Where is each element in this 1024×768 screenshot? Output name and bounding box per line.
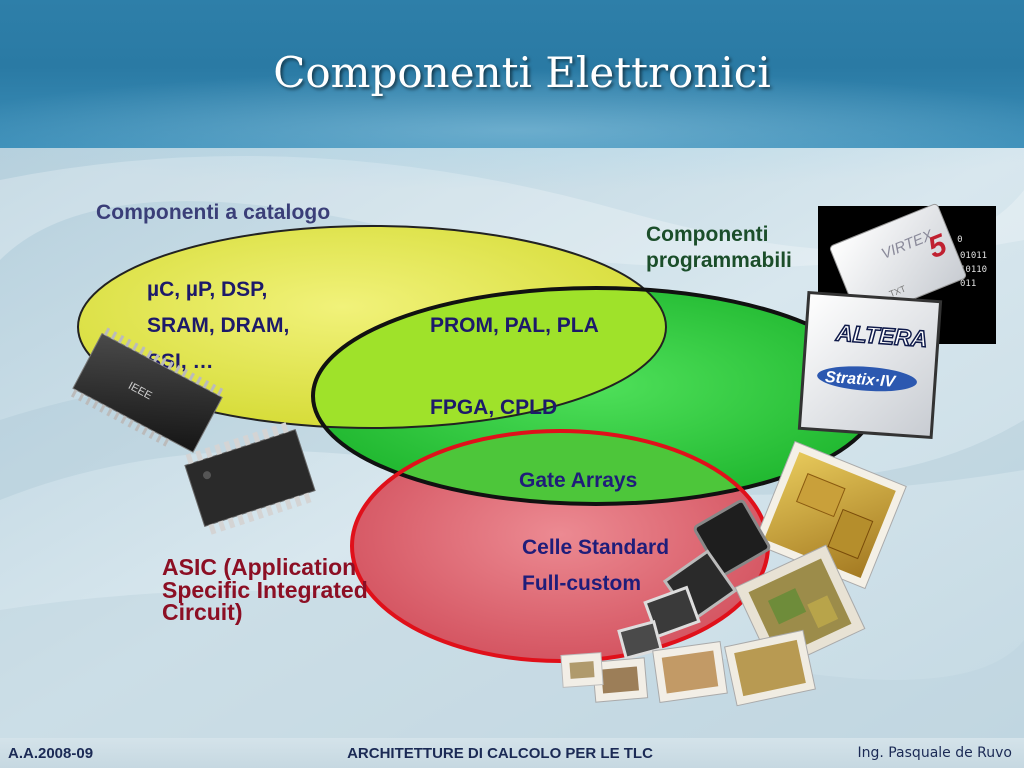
svg-text:10110: 10110: [960, 265, 987, 275]
asic-item: Celle Standard: [522, 536, 670, 559]
overlap-catalog-programmable-label: PROM, PAL, PLA: [430, 314, 599, 337]
footer: A.A.2008-09 ARCHITETTURE DI CALCOLO PER …: [0, 738, 1024, 768]
catalog-title: Componenti a catalogo: [96, 201, 331, 224]
programmable-title-line1: Componenti: [646, 223, 769, 246]
svg-text:01011: 01011: [960, 251, 987, 261]
asic-title-line3: Circuit): [162, 599, 243, 626]
title-bar-highlight: [0, 70, 1024, 190]
overlap-all-label: FPGA, CPLD: [430, 396, 558, 419]
catalog-item: µC, µP, DSP,: [147, 278, 268, 301]
footer-academic-year: A.A.2008-09: [8, 745, 94, 762]
catalog-item: SRAM, DRAM,: [147, 314, 290, 337]
asic-title-line1: ASIC (Application: [162, 554, 357, 580]
altera-stratix-chip: ALTERA Stratix·IV: [797, 290, 943, 440]
altera-product: Stratix·IV: [824, 369, 897, 391]
catalog-outline: [77, 225, 667, 429]
asic-dies-image: [560, 440, 907, 707]
altera-brand: ALTERA: [834, 320, 928, 352]
programmable-title-line2: programmabili: [646, 249, 792, 273]
catalog-chip-image: IEEE: [70, 327, 316, 535]
footer-author: Ing. Pasquale de Ruvo: [857, 745, 1012, 761]
footer-course-title: ARCHITETTURE DI CALCOLO PER LE TLC: [347, 745, 653, 762]
overlap-programmable-asic-label: Gate Arrays: [519, 469, 638, 492]
svg-text:011: 011: [960, 279, 976, 289]
asic-item: Full-custom: [522, 572, 641, 595]
asic-title: ASIC (Application Specific Integrated Ci…: [162, 556, 368, 624]
title-bar: [0, 0, 1024, 190]
programmable-title: Componenti programmabili: [646, 222, 792, 275]
asic-title-line2: Specific Integrated: [162, 576, 368, 603]
slide-title: Componenti Elettronici: [273, 48, 771, 97]
